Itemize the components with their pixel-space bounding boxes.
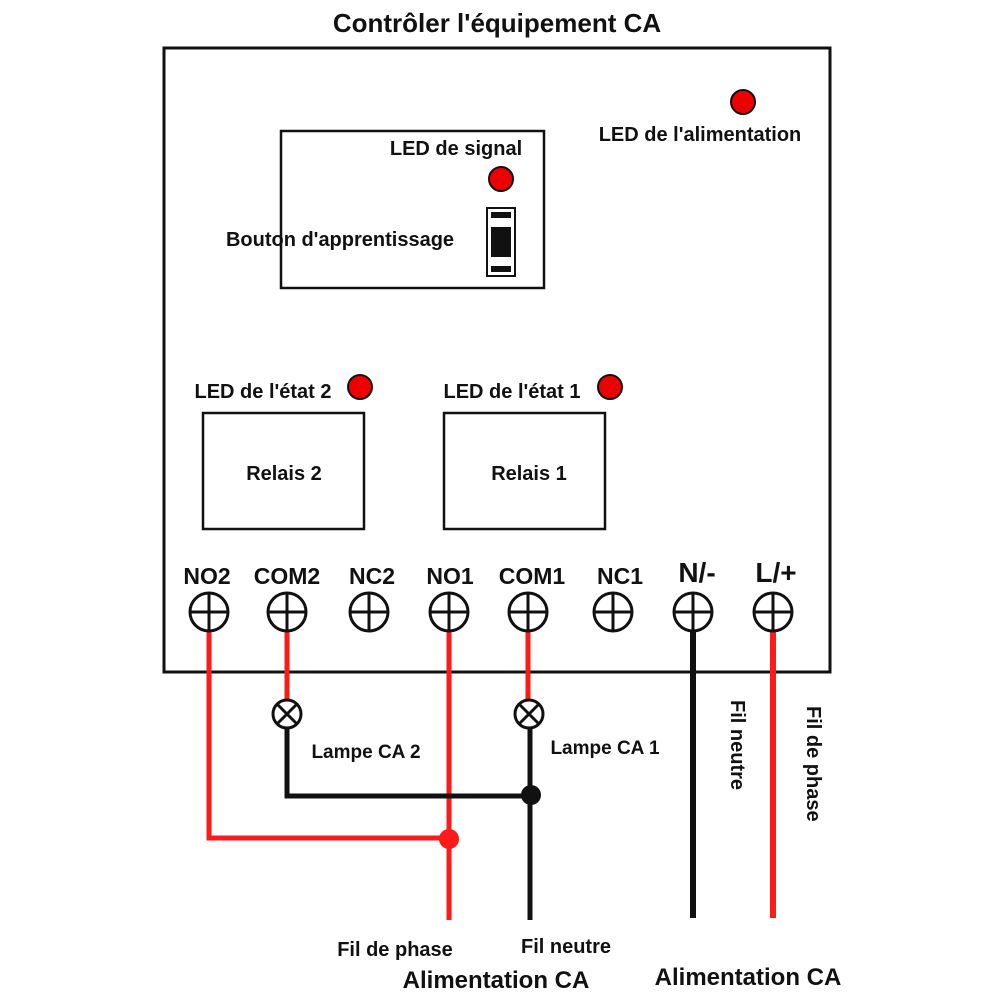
power-led-icon — [730, 89, 756, 115]
neutral-wire-label-bottom: Fil neutre — [521, 936, 611, 958]
terminal-label-no1: NO1 — [426, 563, 474, 589]
screw-terminal-icon[interactable] — [348, 591, 390, 633]
status-led-1-label: LED de l'état 1 — [443, 381, 580, 403]
learn-button-label: Bouton d'apprentissage — [226, 229, 454, 251]
supply-label-right: Alimentation CA — [655, 964, 842, 991]
terminal-label-nc2: NC2 — [349, 563, 395, 589]
terminal-label-line: L/+ — [755, 557, 796, 588]
phase-junction — [439, 829, 459, 849]
signal-led-icon — [488, 166, 514, 192]
status-led-2-label: LED de l'état 2 — [194, 381, 331, 403]
lamp-2-icon — [271, 698, 303, 730]
screw-terminal-icon[interactable] — [188, 591, 230, 633]
relay-2-box — [201, 411, 366, 531]
learn-button-icon[interactable] — [486, 207, 516, 277]
receiver-module — [279, 129, 546, 290]
wire-no2-phase — [206, 628, 449, 841]
controller-board — [162, 46, 832, 674]
wire-lamp2-neutral — [284, 728, 530, 799]
terminal-label-com2: COM2 — [254, 563, 320, 589]
neutral-wire-label-right: Fil neutre — [726, 700, 748, 790]
screw-terminal-icon[interactable] — [752, 591, 794, 633]
lamp-1-label: Lampe CA 1 — [550, 738, 660, 759]
screw-terminal-icon[interactable] — [428, 591, 470, 633]
relay-1-box — [442, 411, 607, 531]
neutral-junction — [521, 785, 541, 805]
relay-1-label: Relais 1 — [491, 463, 567, 485]
lamp-1-icon — [513, 698, 545, 730]
status-led-2-icon — [347, 374, 373, 400]
screw-terminal-icon[interactable] — [266, 591, 308, 633]
terminal-label-no2: NO2 — [183, 563, 230, 589]
lamp-2-label: Lampe CA 2 — [311, 742, 420, 763]
diagram-title: Contrôler l'équipement CA — [333, 8, 662, 38]
status-led-1-icon — [597, 374, 623, 400]
supply-label-left: Alimentation CA — [403, 967, 590, 994]
screw-terminal-icon[interactable] — [592, 591, 634, 633]
phase-wire-label-bottom: Fil de phase — [337, 939, 453, 961]
power-led-label: LED de l'alimentation — [599, 124, 802, 146]
terminal-label-com1: COM1 — [499, 563, 566, 589]
relay-2-label: Relais 2 — [246, 463, 322, 485]
signal-led-label: LED de signal — [390, 138, 522, 160]
screw-terminal-icon[interactable] — [507, 591, 549, 633]
terminal-label-nc1: NC1 — [597, 563, 643, 589]
screw-terminal-icon[interactable] — [672, 591, 714, 633]
terminal-label-neutral: N/- — [678, 557, 715, 588]
phase-wire-label-right: Fil de phase — [802, 706, 824, 822]
